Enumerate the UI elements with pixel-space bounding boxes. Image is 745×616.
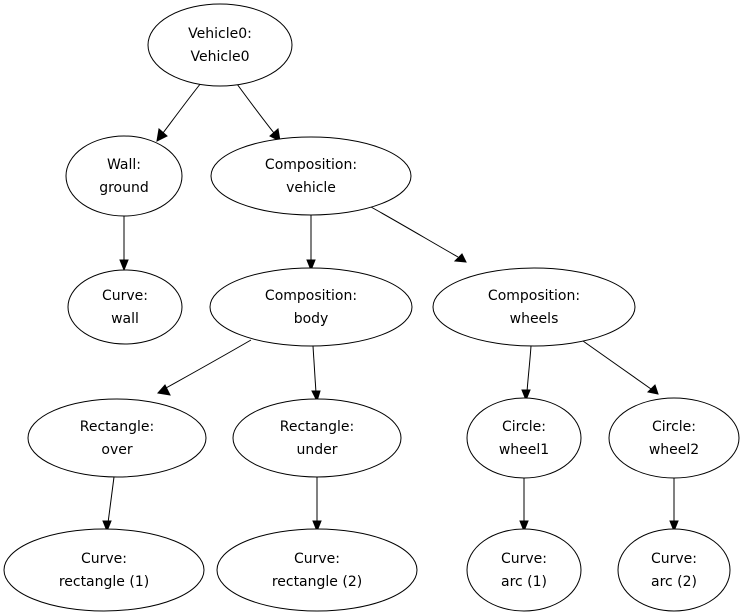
edge-line	[107, 476, 115, 524]
node-ellipse[interactable]	[147, 3, 293, 87]
node-label-line1: Composition:	[265, 157, 357, 173]
node-label-line1: Curve:	[102, 288, 148, 304]
node-ellipse[interactable]	[232, 398, 402, 478]
node-label-line2: rectangle (1)	[59, 574, 149, 590]
node-label-line1: Wall:	[107, 157, 141, 173]
graph-node-composition_body[interactable]: Composition: body	[209, 267, 413, 347]
node-label-line2: arc (2)	[651, 574, 697, 590]
node-label-line2: wheels	[510, 311, 559, 327]
graph-node-wall_ground[interactable]: Wall: ground	[65, 135, 183, 217]
edge-arrowhead-icon	[669, 520, 679, 533]
node-label-line1: Curve:	[294, 551, 340, 567]
graph-node-rectangle_under[interactable]: Rectangle: under	[232, 398, 402, 478]
edge-arrowhead-icon	[521, 389, 531, 402]
graph-node-circle_wheel1[interactable]: Circle: wheel1	[466, 397, 582, 479]
graph-node-curve_arc_2[interactable]: Curve: arc (2)	[617, 528, 731, 612]
graph-node-curve_wall[interactable]: Curve: wall	[67, 269, 183, 345]
graph-node-vehicle0[interactable]: Vehicle0: Vehicle0	[147, 3, 293, 87]
edge-line	[582, 340, 652, 390]
node-label-line2: Vehicle0	[191, 49, 250, 65]
node-ellipse[interactable]	[67, 269, 183, 345]
node-label-line2: body	[294, 311, 329, 327]
graph-node-curve_rectangle_1[interactable]: Curve: rectangle (1)	[3, 528, 205, 612]
node-label-line1: Composition:	[265, 288, 357, 304]
graph-node-rectangle_over[interactable]: Rectangle: over	[27, 398, 207, 478]
edge-rectangle_over-to-curve_rectangle_1	[102, 476, 115, 533]
edge-arrowhead-icon	[646, 384, 659, 395]
edge-line	[526, 345, 532, 393]
edge-line	[312, 345, 317, 394]
nodes-layer: Vehicle0:Vehicle0Wall:groundComposition:…	[3, 3, 740, 612]
node-label-line2: vehicle	[286, 180, 336, 196]
node-label-line1: Composition:	[488, 288, 580, 304]
edge-line	[370, 206, 459, 258]
node-label-line1: Curve:	[651, 551, 697, 567]
node-ellipse[interactable]	[209, 267, 413, 347]
edge-composition_wheels-to-circle_wheel2	[582, 340, 659, 395]
node-ellipse[interactable]	[27, 398, 207, 478]
edge-composition_vehicle-to-composition_body	[306, 215, 316, 272]
edge-circle_wheel1-to-curve_arc_1	[519, 478, 529, 533]
graph-node-composition_wheels[interactable]: Composition: wheels	[432, 267, 636, 347]
edge-arrowhead-icon	[453, 253, 467, 263]
node-ellipse[interactable]	[617, 528, 731, 612]
edge-arrowhead-icon	[102, 520, 112, 533]
node-ellipse[interactable]	[3, 528, 205, 612]
edge-line	[162, 82, 202, 134]
node-label-line2: wheel1	[499, 442, 549, 458]
node-label-line2: over	[101, 442, 132, 458]
node-label-line1: Circle:	[502, 419, 546, 435]
graph-node-circle_wheel2[interactable]: Circle: wheel2	[608, 397, 740, 479]
edge-circle_wheel2-to-curve_arc_2	[669, 477, 679, 533]
edge-arrowhead-icon	[269, 128, 281, 142]
graph-node-composition_vehicle[interactable]: Composition: vehicle	[210, 136, 412, 216]
edge-vehicle0-to-composition_vehicle	[236, 83, 281, 142]
node-ellipse[interactable]	[65, 135, 183, 217]
node-label-line2: wall	[111, 311, 139, 327]
node-label-line2: under	[296, 442, 337, 458]
node-label-line2: arc (1)	[501, 574, 547, 590]
edges-layer	[102, 82, 679, 533]
node-label-line2: wheel2	[649, 442, 699, 458]
node-label-line1: Circle:	[652, 419, 696, 435]
edge-arrowhead-icon	[312, 520, 322, 533]
node-label-line1: Vehicle0:	[188, 26, 252, 42]
edge-arrowhead-icon	[519, 520, 529, 533]
edge-line	[165, 339, 252, 389]
node-ellipse[interactable]	[608, 397, 740, 479]
graph-node-curve_arc_1[interactable]: Curve: arc (1)	[466, 528, 582, 612]
node-ellipse[interactable]	[466, 397, 582, 479]
node-ellipse[interactable]	[466, 528, 582, 612]
edge-composition_body-to-rectangle_under	[311, 345, 321, 403]
node-label-line2: ground	[99, 180, 149, 196]
edge-vehicle0-to-wall_ground	[156, 82, 202, 142]
edge-arrowhead-icon	[311, 390, 321, 403]
node-label-line1: Rectangle:	[280, 419, 354, 435]
node-label-line1: Curve:	[501, 551, 547, 567]
edge-arrowhead-icon	[157, 384, 171, 396]
node-ellipse[interactable]	[210, 136, 412, 216]
node-ellipse[interactable]	[216, 528, 418, 612]
edge-arrowhead-icon	[156, 128, 168, 142]
edge-composition_wheels-to-circle_wheel1	[521, 345, 532, 402]
edge-arrowhead-icon	[306, 259, 316, 272]
node-ellipse[interactable]	[432, 267, 636, 347]
edge-rectangle_under-to-curve_rectangle_2	[312, 477, 322, 533]
node-label-line1: Curve:	[81, 551, 127, 567]
edge-composition_vehicle-to-composition_wheels	[370, 206, 467, 263]
node-label-line2: rectangle (2)	[272, 574, 362, 590]
edge-line	[236, 83, 275, 134]
edge-arrowhead-icon	[119, 259, 129, 272]
edge-composition_body-to-rectangle_over	[157, 339, 252, 396]
node-label-line1: Rectangle:	[80, 419, 154, 435]
graph-node-curve_rectangle_2[interactable]: Curve: rectangle (2)	[216, 528, 418, 612]
edge-wall_ground-to-curve_wall	[119, 216, 129, 272]
